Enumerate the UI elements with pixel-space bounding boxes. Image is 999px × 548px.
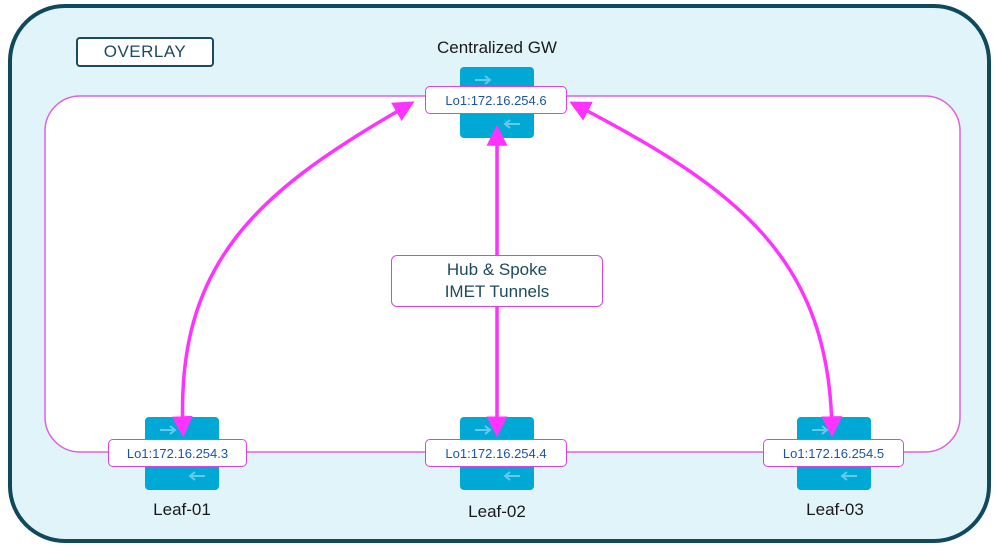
leaf-03-title: Leaf-03 xyxy=(806,500,864,519)
tunnel-leaf-03 xyxy=(569,101,843,438)
leaf-01-loopback-label: Lo1:172.16.254.3 xyxy=(108,439,247,467)
overlay-label: OVERLAY xyxy=(76,37,214,67)
tunnels-label-line1: Hub & Spoke xyxy=(446,260,548,279)
hub-loopback-label: Lo1:172.16.254.6 xyxy=(425,86,567,114)
hub-title: Centralized GW xyxy=(437,38,557,57)
leaf-02-title: Leaf-02 xyxy=(468,502,526,521)
tunnel-leaf-01 xyxy=(171,101,415,438)
tunnels-label-line2: IMET Tunnels xyxy=(444,282,550,301)
leaf-03-loopback-label: Lo1:172.16.254.5 xyxy=(763,439,904,467)
tunnels-label-box: Hub & Spoke IMET Tunnels xyxy=(391,255,603,307)
leaf-01-title: Leaf-01 xyxy=(153,500,211,519)
leaf-02-loopback-label: Lo1:172.16.254.4 xyxy=(425,439,567,467)
